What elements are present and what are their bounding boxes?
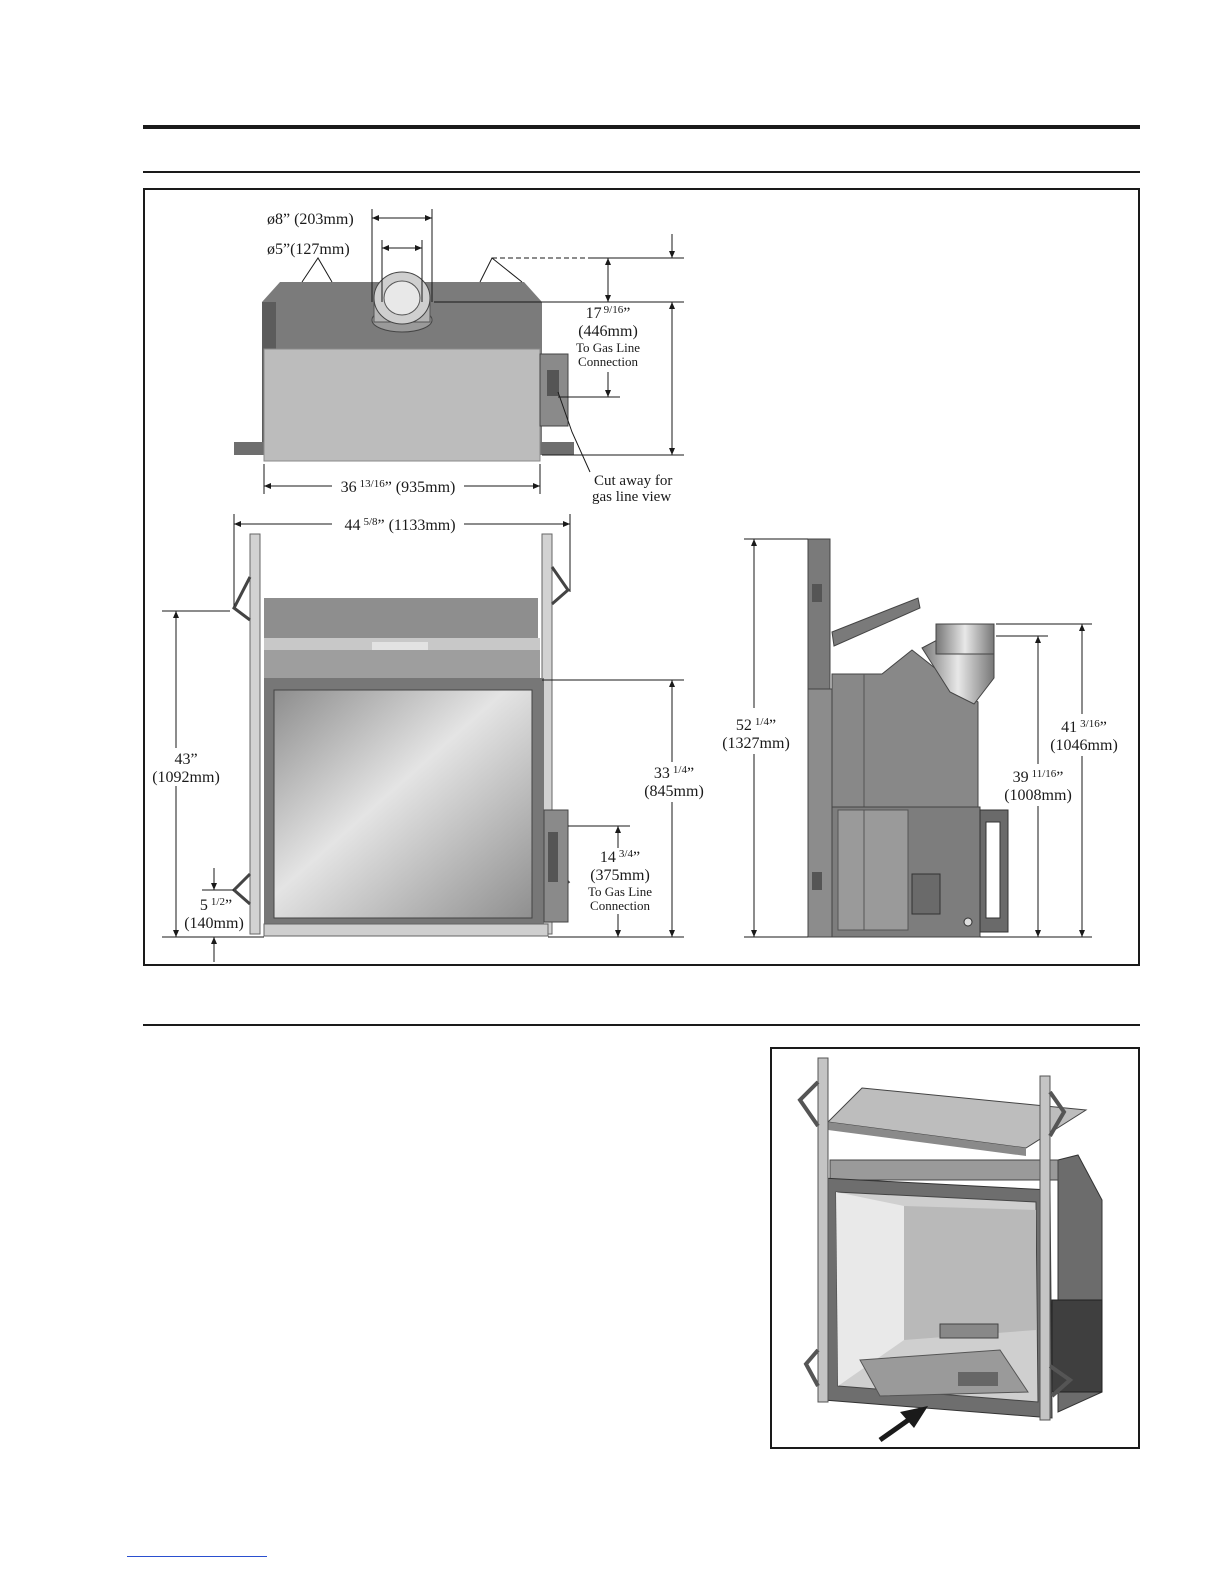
side-view-flue-collar	[936, 624, 994, 654]
top-view	[234, 272, 574, 461]
iso-nailing-strip-left	[818, 1058, 828, 1402]
front-view-hood	[264, 650, 540, 678]
gas-note-top-1: To Gas Line	[576, 340, 640, 355]
top-view-flange-right	[540, 442, 574, 455]
top-view-flange-left	[234, 442, 266, 455]
nailing-strip-left	[250, 534, 260, 934]
gas-note-front-2: Connection	[590, 898, 650, 913]
gas-note-front-1: To Gas Line	[588, 884, 652, 899]
iso-nailing-strip-right	[1040, 1076, 1050, 1420]
cutaway-note-1: Cut away for	[594, 473, 672, 489]
flue-outer-diameter: ø8” (203mm)	[267, 211, 354, 228]
header-rule	[143, 125, 1140, 129]
flue-top-mm: (1046mm)	[1050, 737, 1118, 754]
base-height-mm: (140mm)	[184, 915, 244, 932]
iso-gas-box	[1052, 1300, 1102, 1392]
isometric-illustration	[772, 1049, 1138, 1447]
front-height-mm: (1092mm)	[152, 769, 220, 786]
side-view	[808, 539, 1008, 937]
opening-height-mm: (845mm)	[644, 783, 704, 800]
collar-height-mm: (1008mm)	[1004, 787, 1072, 804]
flue-inner-diameter: ø5”(127mm)	[267, 241, 350, 258]
isometric-illustration-frame	[770, 1047, 1140, 1449]
front-view-glass	[274, 690, 532, 918]
front-view	[234, 534, 568, 936]
gas-note-top-2: Connection	[578, 354, 638, 369]
footer-link-underline[interactable]	[127, 1556, 267, 1557]
section-rule-bottom	[143, 1024, 1140, 1026]
side-view-standoff	[832, 598, 920, 646]
section-rule-top	[143, 171, 1140, 173]
top-view-front-panel	[264, 349, 540, 461]
front-view-standoff-top	[264, 598, 538, 638]
flue-collar-inner	[384, 281, 420, 315]
front-height-in: 43”	[174, 751, 197, 768]
gas-height-front-mm: (375mm)	[590, 867, 650, 884]
side-view-nailing-strip	[808, 539, 830, 689]
side-overall-mm: (1327mm)	[722, 735, 790, 752]
cutaway-note-2: gas line view	[592, 489, 671, 505]
gas-height-top-mm: (446mm)	[578, 323, 638, 340]
